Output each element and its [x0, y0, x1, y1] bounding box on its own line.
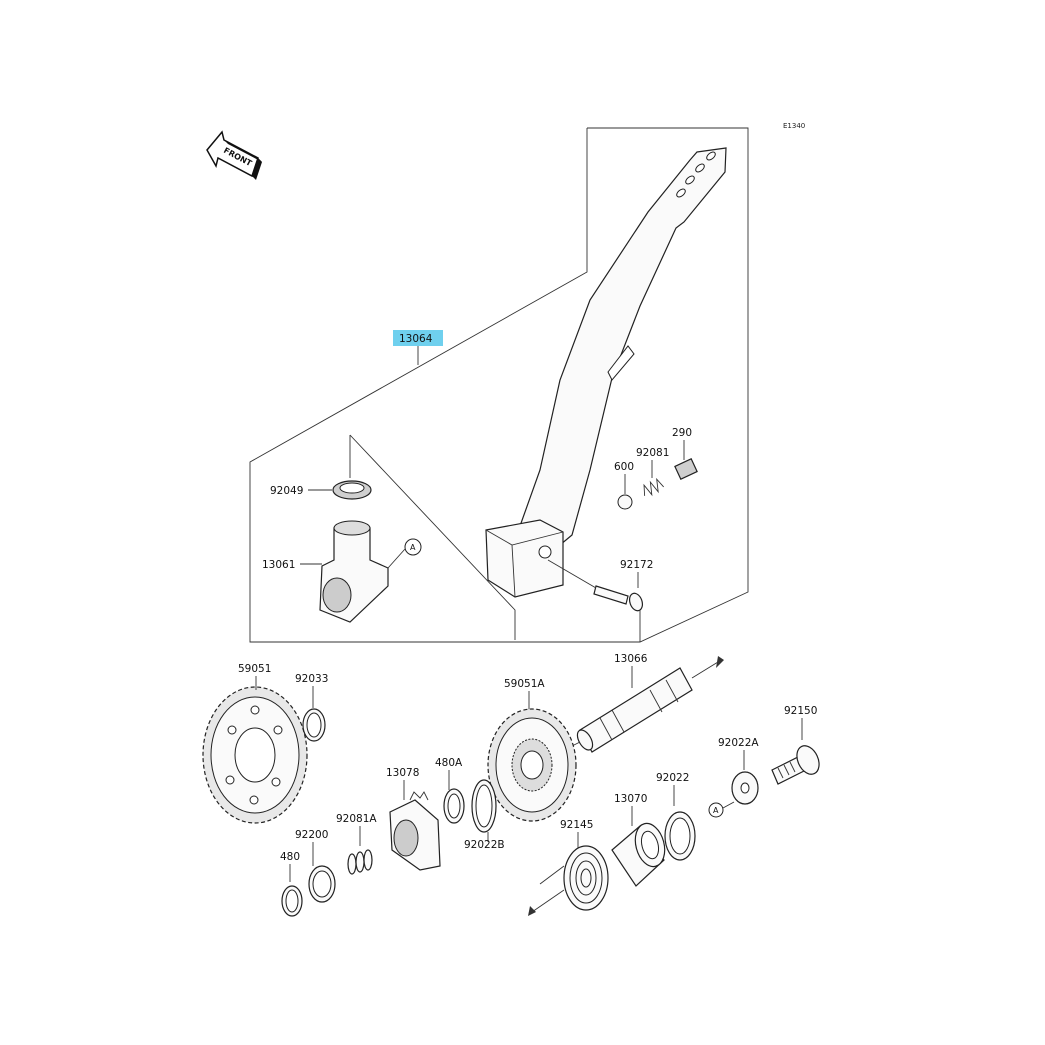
label-92150[interactable]: 92150	[784, 705, 817, 717]
kick-spring-92145	[563, 845, 609, 911]
ratchet-13078	[389, 791, 441, 871]
plug-290	[674, 458, 698, 480]
spring-92081A	[347, 849, 373, 875]
label-92081[interactable]: 92081	[636, 447, 669, 459]
kick-boss-13061	[319, 520, 389, 623]
svg-text:A: A	[410, 543, 416, 552]
label-92172[interactable]: 92172	[620, 559, 653, 571]
bolt-92150	[771, 745, 820, 785]
ref-marker-a	[404, 538, 422, 556]
svg-text:A: A	[713, 806, 719, 815]
label-92081A[interactable]: 92081A	[336, 813, 377, 825]
label-480A[interactable]: 480A	[435, 757, 463, 769]
kick-shaft-13066	[576, 667, 693, 753]
diagram-code: E1340	[783, 122, 805, 130]
label-92049[interactable]: 92049	[270, 485, 303, 497]
ref-marker-a-2	[708, 802, 724, 818]
label-92022A[interactable]: 92022A	[718, 737, 759, 749]
highlight-box	[393, 330, 443, 346]
label-92022[interactable]: 92022	[656, 772, 689, 784]
bolt-92172	[593, 585, 644, 612]
label-13070[interactable]: 13070	[614, 793, 647, 805]
label-290[interactable]: 290	[672, 427, 692, 439]
label-600[interactable]: 600	[614, 461, 634, 473]
label-92022B[interactable]: 92022B	[464, 839, 505, 851]
guide-line	[349, 434, 516, 640]
gear-59051A	[487, 708, 577, 822]
spring-92081	[643, 477, 664, 497]
gear-59051	[202, 686, 308, 824]
label-480[interactable]: 480	[280, 851, 300, 863]
label-92033[interactable]: 92033	[295, 673, 328, 685]
ball-600	[617, 494, 633, 510]
label-92145[interactable]: 92145	[560, 819, 593, 831]
label-92200[interactable]: 92200	[295, 829, 328, 841]
kick-pedal-lever	[485, 147, 727, 598]
oil-seal-92049	[332, 480, 372, 500]
front-arrow-icon: FRONT	[206, 130, 262, 180]
label-13066[interactable]: 13066	[614, 653, 648, 665]
assembly-outline	[249, 127, 749, 643]
label-59051A[interactable]: 59051A	[504, 678, 545, 690]
label-13064[interactable]: 13064	[399, 333, 433, 345]
label-13061[interactable]: 13061	[262, 559, 295, 571]
label-13078[interactable]: 13078	[386, 767, 419, 779]
guide-13070	[611, 822, 666, 887]
label-59051[interactable]: 59051	[238, 663, 271, 675]
